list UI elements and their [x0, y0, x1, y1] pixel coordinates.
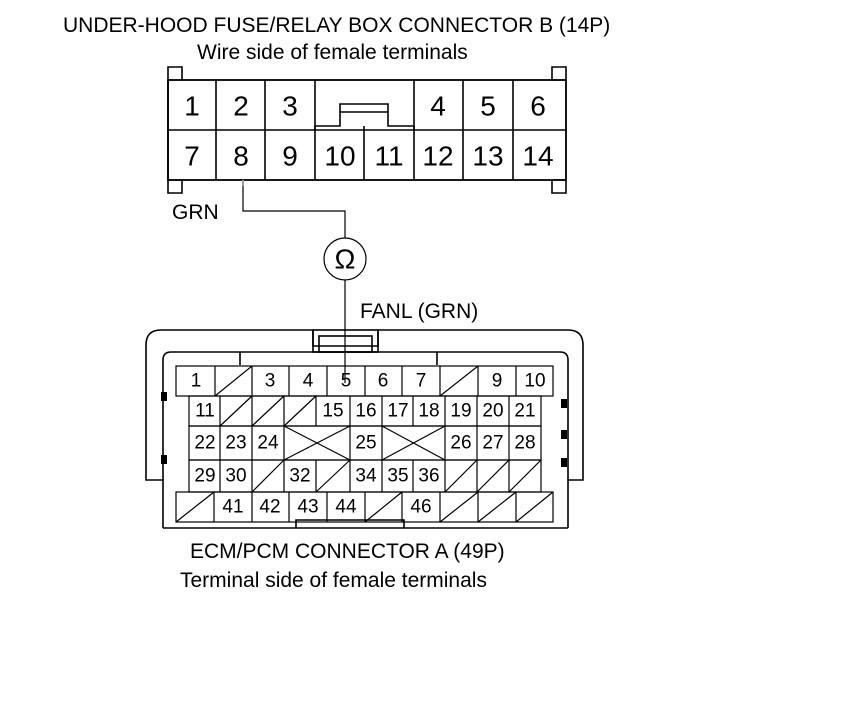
pin-a35: 35	[387, 466, 408, 487]
connector-a-title: ECM/PCM CONNECTOR A (49P)	[190, 540, 505, 563]
wire-a-label: FANL (GRN)	[360, 300, 478, 323]
pin-a36: 36	[418, 466, 439, 487]
pin-a23: 23	[225, 433, 246, 454]
pin-a29: 29	[194, 466, 215, 487]
ohm-symbol: Ω	[335, 244, 356, 275]
pin-a17: 17	[387, 401, 408, 422]
pin-a25: 25	[355, 433, 376, 454]
pin-a11: 11	[195, 401, 215, 422]
connector-a	[145, 329, 584, 529]
connector-b-title: UNDER-HOOD FUSE/RELAY BOX CONNECTOR B (1…	[63, 14, 610, 37]
pin-b6: 6	[530, 91, 546, 122]
pin-b12: 12	[422, 141, 453, 172]
pin-b7: 7	[184, 141, 200, 172]
pin-a21: 21	[514, 401, 535, 422]
pin-a20: 20	[482, 401, 503, 422]
pin-a44: 44	[335, 497, 357, 518]
pin-a15: 15	[322, 401, 343, 422]
connector-b-subtitle: Wire side of female terminals	[197, 41, 468, 64]
pin-a19: 19	[450, 401, 471, 422]
pin-a42: 42	[259, 497, 280, 518]
pin-b5: 5	[480, 91, 496, 122]
connector-a-row5	[175, 491, 554, 523]
pin-a1: 1	[191, 371, 202, 392]
pin-a24: 24	[257, 433, 279, 454]
pin-b9: 9	[282, 141, 298, 172]
pin-b13: 13	[472, 141, 503, 172]
pin-a4: 4	[303, 371, 314, 392]
pin-b8: 8	[233, 141, 249, 172]
pin-a5: 5	[341, 371, 352, 392]
pin-a41: 41	[222, 497, 243, 518]
pin-a3: 3	[265, 371, 276, 392]
pin-a30: 30	[225, 466, 246, 487]
pin-b4: 4	[430, 91, 446, 122]
pin-a32: 32	[289, 466, 310, 487]
pin-a28: 28	[514, 433, 535, 454]
wire-b-label: GRN	[172, 201, 219, 224]
pin-a26: 26	[450, 433, 471, 454]
connector-b-pins: 1 2 3 4 5 6 7 8 9 10 11 12 13 14	[184, 91, 553, 172]
pin-a6: 6	[378, 371, 389, 392]
pin-a43: 43	[297, 497, 318, 518]
pin-b10: 10	[324, 141, 355, 172]
connector-b	[167, 66, 567, 194]
pin-b1: 1	[184, 91, 200, 122]
test-wire: Ω	[242, 180, 367, 383]
pin-a16: 16	[355, 401, 376, 422]
pin-b14: 14	[522, 141, 553, 172]
pin-b11: 11	[374, 141, 403, 172]
connector-a-subtitle: Terminal side of female terminals	[180, 569, 487, 592]
connector-a-pins: 1 3 4 5 6 7 9 10 11 15 16 17 18 19 20 21…	[191, 371, 546, 518]
pin-a27: 27	[482, 433, 503, 454]
pin-a22: 22	[194, 433, 215, 454]
pin-a18: 18	[418, 401, 439, 422]
pin-b3: 3	[282, 91, 298, 122]
pin-a34: 34	[355, 466, 377, 487]
pin-a46: 46	[410, 497, 431, 518]
pin-a9: 9	[492, 371, 503, 392]
pin-a10: 10	[524, 371, 545, 392]
pin-b2: 2	[233, 91, 249, 122]
pin-a7: 7	[416, 371, 427, 392]
